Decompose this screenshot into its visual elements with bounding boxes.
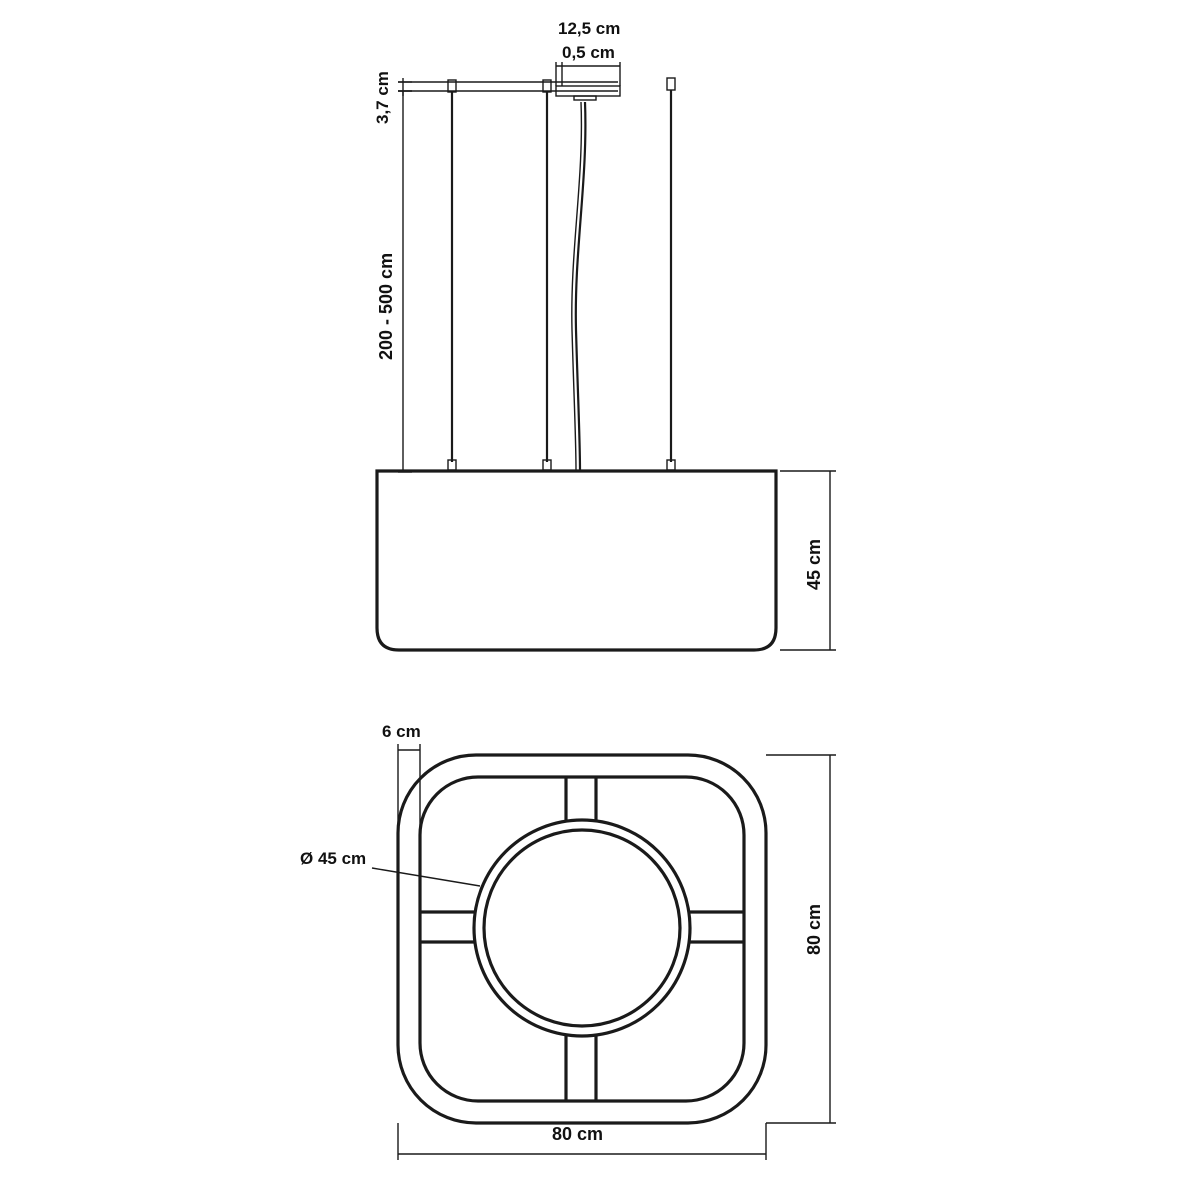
canopy-width-dimension: 12,5 cm: [555, 19, 621, 86]
top-plan-view: 6 cm Ø 45 cm 80 cm 80 cm: [300, 722, 836, 1160]
spokes: [420, 777, 744, 1101]
inner-frame: [418, 775, 746, 1103]
side-elevation-view: 12,5 cm 0,5 cm 3,7 cm: [373, 19, 836, 652]
lamp-shade: [375, 469, 778, 652]
canopy-offset-dimension: 0,5 cm: [561, 43, 615, 86]
inner-diameter-dimension: Ø 45 cm: [300, 849, 481, 887]
canopy-width-label: 12,5 cm: [558, 19, 620, 38]
overall-width-dimension: 80 cm: [397, 1123, 767, 1160]
overall-depth-label: 80 cm: [804, 904, 824, 955]
inner-diameter-label: Ø 45 cm: [300, 849, 366, 868]
canopy-offset-label: 0,5 cm: [562, 43, 615, 62]
suspension-cables: [447, 90, 676, 471]
canopy-height-label: 3,7 cm: [373, 71, 392, 124]
suspension-length-dimension: 200 - 500 cm: [376, 90, 412, 473]
overall-depth-dimension: 80 cm: [766, 754, 836, 1124]
inner-ring-outer: [472, 818, 692, 1038]
outer-frame: [396, 753, 768, 1125]
frame-width-dimension: 6 cm: [382, 722, 421, 842]
shade-height-dimension: 45 cm: [780, 470, 836, 651]
canopy-height-dimension: 3,7 cm: [373, 71, 412, 124]
inner-ring-inner: [482, 828, 682, 1028]
shade-height-label: 45 cm: [804, 539, 824, 590]
frame-width-label: 6 cm: [382, 722, 421, 741]
suspension-length-label: 200 - 500 cm: [376, 253, 396, 360]
ceiling-canopy: [398, 77, 676, 101]
overall-width-label: 80 cm: [552, 1124, 603, 1144]
